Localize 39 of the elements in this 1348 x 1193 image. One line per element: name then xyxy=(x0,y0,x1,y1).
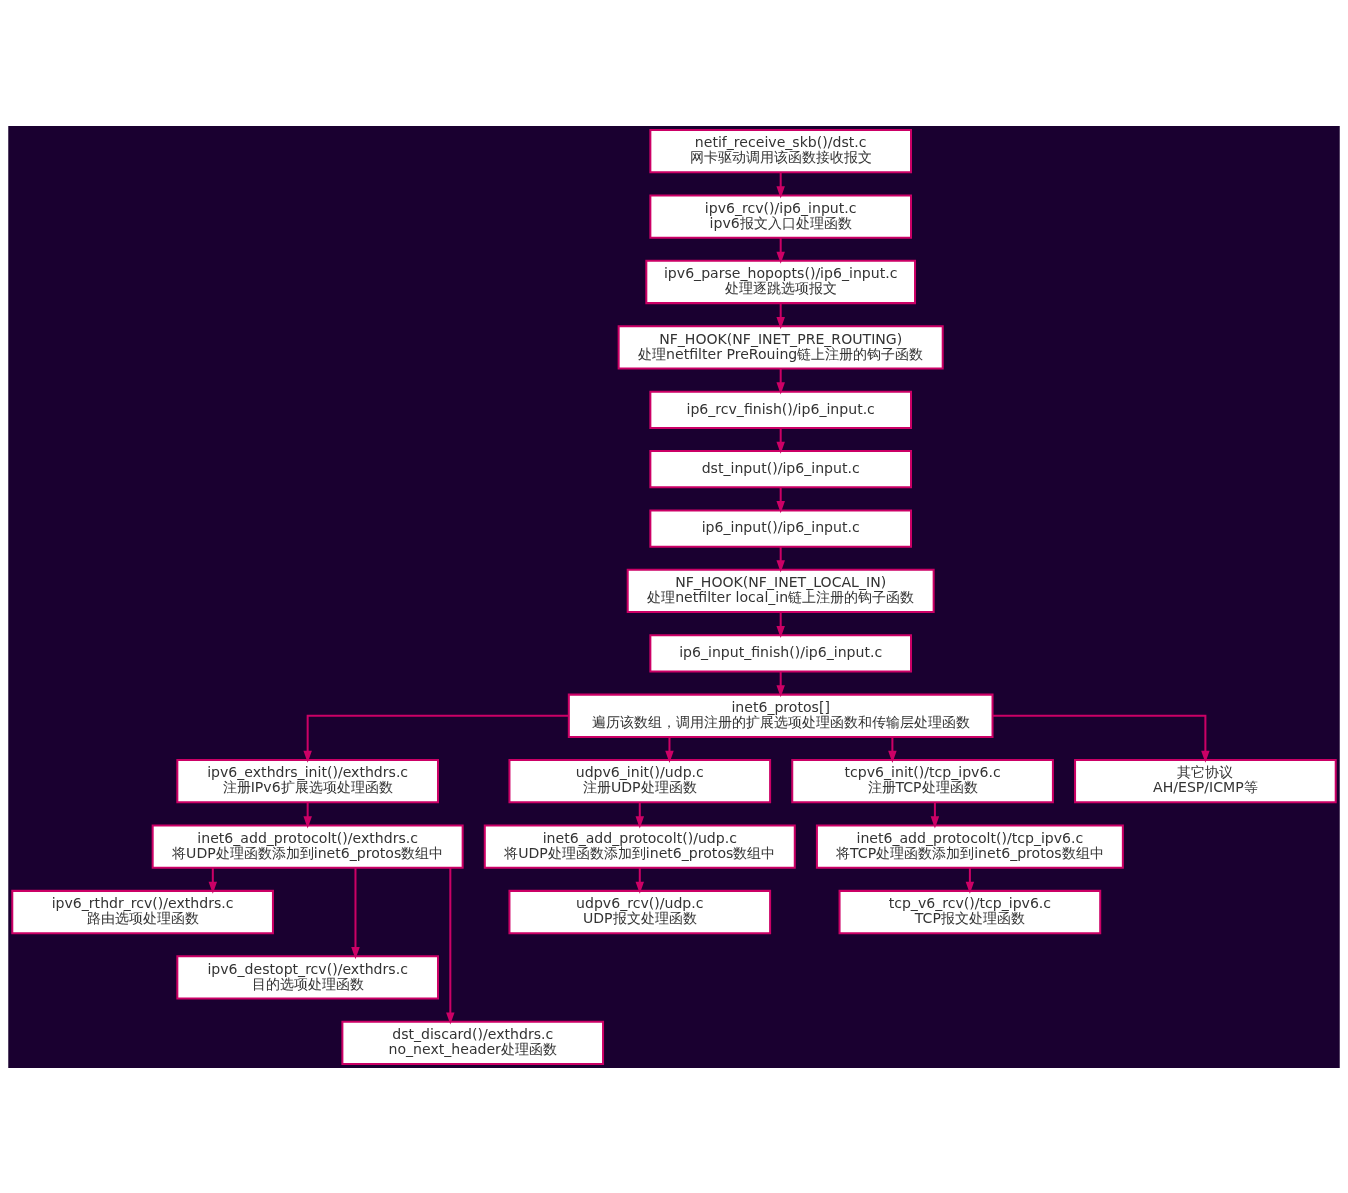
arrow xyxy=(665,736,674,763)
node-box: inet6_add_protocolt()/exthdrs.c 将UDP处理函数添加到inet6_protos数组中 xyxy=(151,823,464,869)
node-box: tcpv6_init()/tcp_ipv6.c 注册TCP处理函数 xyxy=(791,758,1054,803)
node-box: inet6_protos[] 遍历该数组，调用注册的扩展选项处理函数和传输层处理函数 xyxy=(567,693,994,738)
node-box: ipv6_parse_hopopts()/ip6_input.c 处理逐跳选项报文 xyxy=(645,259,917,304)
arrow xyxy=(446,867,455,1025)
node-box: 其它协议 AH/ESP/ICMP等 xyxy=(1074,758,1337,803)
node-box: NF_HOOK(NF_INET_PRE_ROUTING) 处理netfilter PreRouing链上注册的钩子函数 xyxy=(617,324,944,370)
node-box: ip6_rcv_finish()/ip6_input.c xyxy=(649,390,912,429)
arrow xyxy=(351,867,360,959)
arrow xyxy=(992,714,1210,763)
node-box: inet6_add_protocolt()/tcp_ipv6.c 将TCP处理函数添加到inet6_protos数组中 xyxy=(815,823,1124,869)
arrow xyxy=(776,302,785,329)
node-box: ipv6_rcv()/ip6_input.c ipv6报文入口处理函数 xyxy=(649,193,912,239)
node-box: udpv6_rcv()/udp.c UDP报文处理函数 xyxy=(508,889,772,934)
node-box: ipv6_rthdr_rcv()/exthdrs.c 路由选项处理函数 xyxy=(11,889,274,934)
node-box: ipv6_exthdrs_init()/exthdrs.c 注册IPv6扩展选项处理函数 xyxy=(176,758,439,803)
node-box: ip6_input_finish()/ip6_input.c xyxy=(649,633,912,672)
arrow xyxy=(635,867,644,894)
node-box: NF_HOOK(NF_INET_LOCAL_IN) 处理netfilter local_in链上注册的钩子函数 xyxy=(626,568,935,613)
node-box: ip6_input()/ip6_input.c xyxy=(649,508,912,548)
arrow xyxy=(965,867,975,894)
node-box: udpv6_init()/udp.c 注册UDP处理函数 xyxy=(508,758,772,803)
node-box: dst_discard()/exthdrs.c no_next_header处理函数 xyxy=(341,1020,605,1065)
node-box: inet6_add_protocolt()/udp.c 将UDP处理函数添加到inet6_protos数组中 xyxy=(483,823,796,869)
arrow xyxy=(776,368,785,394)
arrow xyxy=(888,736,897,763)
arrow xyxy=(303,714,569,763)
node-box: tcp_v6_rcv()/tcp_ipv6.c TCP报文处理函数 xyxy=(838,889,1102,934)
arrow xyxy=(776,237,785,264)
arrow xyxy=(208,867,218,894)
arrow xyxy=(776,486,785,513)
arrow xyxy=(776,611,785,638)
node-box: netif_receive_skb()/dst.c 网卡驱动调用该函数接收报文 xyxy=(649,128,912,173)
arrow xyxy=(776,546,785,572)
arrow xyxy=(776,427,785,454)
arrow xyxy=(776,671,785,697)
node-box: ipv6_destopt_rcv()/exthdrs.c 目的选项处理函数 xyxy=(176,954,439,1000)
node-box: dst_input()/ip6_input.c xyxy=(649,449,912,488)
